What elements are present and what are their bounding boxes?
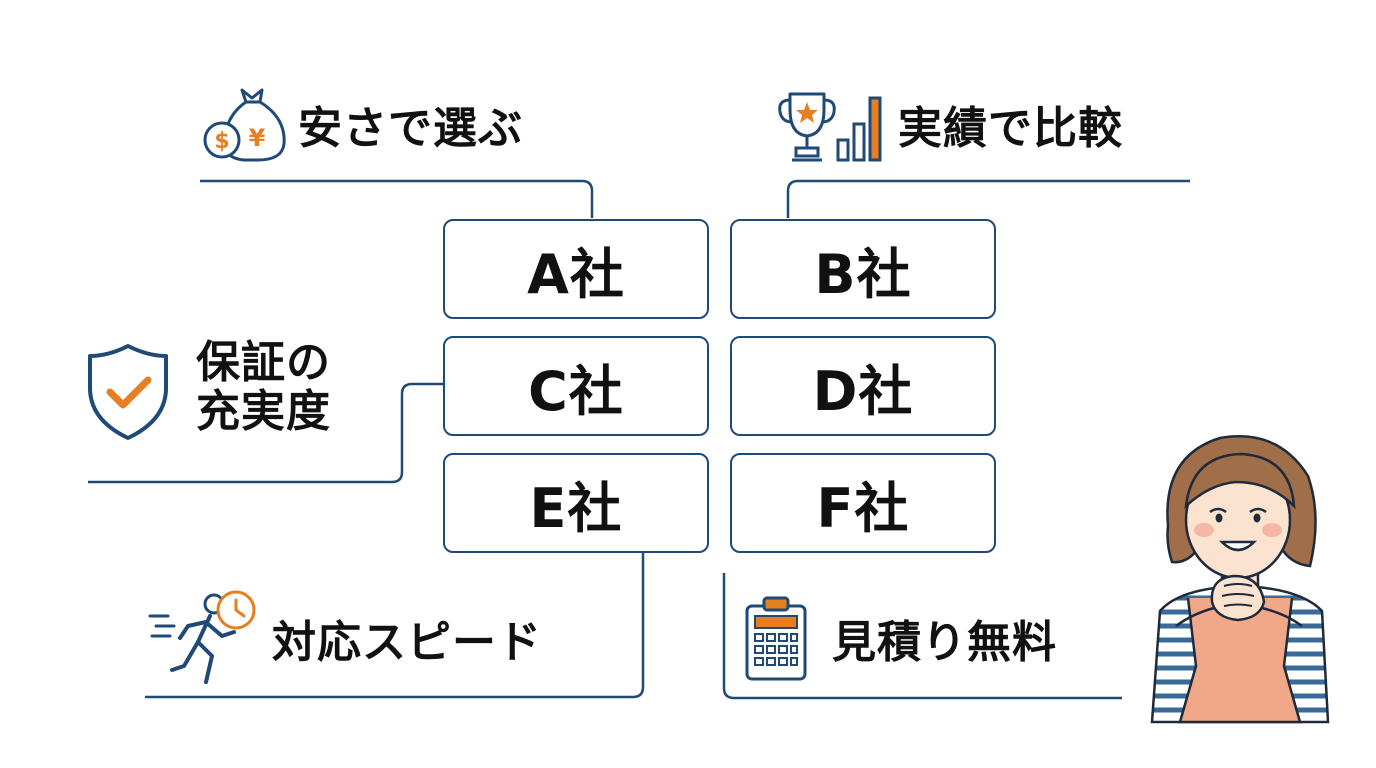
money-bag-coin-icon: ¥ $ xyxy=(203,88,286,162)
connector-speed xyxy=(145,553,645,699)
shield-check-icon xyxy=(88,344,168,440)
dollar-symbol: $ xyxy=(214,129,229,154)
connector-track-record xyxy=(786,179,1190,218)
criterion-estimate-label: 見積り無料 xyxy=(832,617,1057,668)
running-person-clock-icon xyxy=(148,590,256,684)
criterion-warranty-label: 保証の 充実度 xyxy=(196,338,331,437)
company-box-e[interactable]: E社 xyxy=(443,453,709,553)
calculator-clipboard-icon xyxy=(745,596,807,681)
criterion-speed-label: 対応スピード xyxy=(272,617,542,668)
criterion-price-label: 安さで選ぶ xyxy=(298,103,523,154)
criterion-warranty-line2: 充実度 xyxy=(196,386,331,438)
company-box-d[interactable]: D社 xyxy=(730,336,996,436)
company-box-a[interactable]: A社 xyxy=(443,219,709,319)
company-box-f[interactable]: F社 xyxy=(730,453,996,553)
criterion-warranty-line1: 保証の xyxy=(196,337,331,388)
connector-estimate xyxy=(722,573,1122,700)
company-box-c[interactable]: C社 xyxy=(443,336,709,436)
connector-warranty xyxy=(88,382,443,484)
connector-price xyxy=(200,179,594,218)
woman-illustration xyxy=(1150,435,1330,724)
criterion-track-record-label: 実績で比較 xyxy=(898,103,1123,154)
trophy-bar-chart-icon xyxy=(778,92,882,162)
yen-symbol: ¥ xyxy=(249,124,266,152)
company-box-b[interactable]: B社 xyxy=(730,219,996,319)
